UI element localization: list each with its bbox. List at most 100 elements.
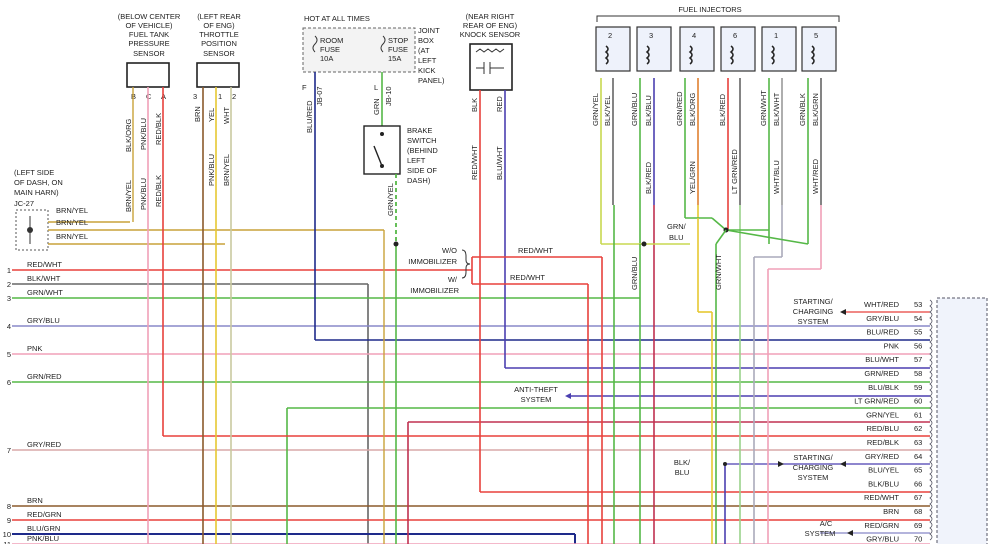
- w-immobilizer-line-1: W/: [448, 275, 458, 284]
- injector-upper-wire-label: BLK/ORG: [688, 92, 697, 126]
- stop-fuse-line-2: FUSE: [388, 45, 408, 54]
- injector-box: [761, 26, 797, 72]
- injector-lower-wire-label: YEL/GRN: [688, 161, 697, 194]
- throttle-pin-3: 3: [193, 92, 197, 101]
- starting-1-line-1: STARTING/: [793, 297, 833, 306]
- left-wire-label: GRY/BLU: [27, 316, 60, 325]
- splice-blk-blu-line-2: BLU: [675, 468, 690, 477]
- throttle-wire-3: BRN: [193, 106, 202, 122]
- injector-lower-wire-label: LT GRN/RED: [730, 149, 739, 194]
- injector-coil-icon: [604, 45, 609, 65]
- joint-box-line-4: LEFT: [418, 56, 437, 65]
- injector-box: [679, 26, 715, 72]
- right-pin-wire-label: WHT/RED: [864, 300, 900, 309]
- throttle-label-5: SENSOR: [203, 49, 235, 58]
- starting-2-line-2: CHARGING: [793, 463, 834, 472]
- injector-bottom-wire-label: GRN/WHT: [714, 254, 723, 290]
- knock-wire-blu-wht: BLU/WHT: [495, 146, 504, 180]
- right-pin-number: 70: [914, 535, 922, 544]
- right-pin-wire-label: LT GRN/RED: [854, 397, 899, 406]
- injector-number: 4: [692, 31, 696, 40]
- fuse-wire-grn: GRN: [372, 98, 381, 115]
- right-pin-number: 56: [914, 341, 922, 350]
- w-immobilizer-line-2: IMMOBILIZER: [410, 286, 459, 295]
- injector-lower-wire-label: WHT/RED: [811, 158, 820, 194]
- fuel-tank-label-4: PRESSURE: [128, 39, 169, 48]
- room-fuse-line-2: FUSE: [320, 45, 340, 54]
- fuel-tank-label-3: FUEL TANK: [129, 30, 169, 39]
- left-wire-number: 1: [7, 266, 11, 275]
- fuel-tank-pressure-sensor: (BELOW CENTER OF VEHICLE) FUEL TANK PRES…: [118, 12, 181, 544]
- jb10-label: JB-10: [384, 86, 393, 106]
- right-pin-number: 69: [914, 521, 922, 530]
- injector-lower-wire-label: WHT/BLU: [772, 160, 781, 194]
- throttle-wire-1: YEL: [207, 108, 216, 122]
- injector-upper-wire-label: BLK/GRN: [811, 93, 820, 126]
- jb07-label: JB-07: [315, 86, 324, 106]
- splice-location-line-1: (LEFT SIDE: [14, 168, 54, 177]
- joint-box: HOT AT ALL TIMES ROOM FUSE 10A STOP FUSE…: [302, 14, 445, 340]
- throttle-wire-2-lower: BRN/YEL: [222, 154, 231, 186]
- knock-wire-blk: BLK: [470, 98, 479, 112]
- fuel-tank-wire-b-lower: BRN/YEL: [124, 180, 133, 212]
- right-pin-number: 54: [914, 314, 922, 323]
- injector-upper-wire-label: GRN/BLU: [630, 93, 639, 126]
- injector-coil-icon: [729, 45, 734, 65]
- fuse-wire-blu-red: BLU/RED: [305, 100, 314, 133]
- right-pin-wire-label: BLK/BLU: [868, 479, 899, 488]
- splice-wire-2: BRN/YEL: [56, 218, 88, 227]
- splice-jc27: (LEFT SIDE OF DASH, ON MAIN HARN) JC-27 …: [14, 168, 385, 544]
- right-pin-wire-label: RED/WHT: [864, 493, 899, 502]
- right-pin-wire-label: PNK: [884, 341, 899, 350]
- anti-theft-line-1: ANTI-THEFT: [514, 385, 558, 394]
- brake-switch-line-5: SIDE OF: [407, 166, 437, 175]
- throttle-label-4: POSITION: [201, 39, 237, 48]
- left-wire-label: BLU/GRN: [27, 524, 60, 533]
- destinations: STARTING/ CHARGING SYSTEM ANTI-THEFT SYS…: [514, 297, 853, 544]
- right-pin-number: 67: [914, 493, 922, 502]
- starting-2-line-3: SYSTEM: [798, 473, 829, 482]
- injector-bottom-wire-label: GRN/BLU: [630, 257, 639, 290]
- joint-box-line-3: (AT: [418, 46, 430, 55]
- injector-box: [636, 26, 672, 72]
- injector-number: 2: [608, 31, 612, 40]
- knock-wire-red-wht: RED/WHT: [470, 145, 479, 180]
- injector-number: 5: [814, 31, 818, 40]
- splice-wire-1: BRN/YEL: [56, 206, 88, 215]
- fuel-tank-wire-c-lower: PNK/BLU: [139, 178, 148, 210]
- knock-label-3: KNOCK SENSOR: [460, 30, 521, 39]
- right-pin-wire-label: GRN/RED: [864, 369, 899, 378]
- brake-switch: BRAKE SWITCH (BEHIND LEFT SIDE OF DASH) …: [363, 125, 438, 544]
- throttle-label-3: THROTTLE: [199, 30, 239, 39]
- pcm-connector: [929, 297, 988, 544]
- throttle-pin-2: 2: [232, 92, 236, 101]
- left-wire-label: PNK/BLU: [27, 534, 59, 543]
- fuel-tank-wire-b: BLK/ORG: [124, 118, 133, 152]
- right-pin-wire-label: GRY/BLU: [866, 535, 899, 544]
- stop-fuse-pin: L: [374, 83, 378, 92]
- brake-switch-line-4: LEFT: [407, 156, 426, 165]
- splice-grn-blu-line-1: GRN/: [667, 222, 687, 231]
- immobilizer-wire-1: RED/WHT: [518, 246, 553, 255]
- right-pin-number: 58: [914, 369, 922, 378]
- wo-immobilizer-line-2: IMMOBILIZER: [408, 257, 457, 266]
- ac-line-1: A/C: [820, 519, 833, 528]
- joint-box-line-6: PANEL): [418, 76, 445, 85]
- splice-grn-blu-line-2: BLU: [669, 233, 684, 242]
- joint-box-line-1: JOINT: [418, 26, 440, 35]
- left-wire-number: 6: [7, 378, 11, 387]
- room-fuse-line-3: 10A: [320, 54, 333, 63]
- injector-upper-wire-label: BLK/WHT: [772, 92, 781, 126]
- room-fuse-pin: F: [302, 83, 307, 92]
- right-pin-number: 65: [914, 466, 922, 475]
- injector-number: 6: [733, 31, 737, 40]
- fuel-tank-label-2: OF VEHICLE): [125, 21, 173, 30]
- injector-coil-icon: [688, 45, 693, 65]
- left-wire-number: 10: [3, 530, 11, 539]
- injector-upper-wire-label: BLK/RED: [718, 93, 727, 126]
- right-pin-number: 68: [914, 507, 922, 516]
- room-fuse-line-1: ROOM: [320, 36, 343, 45]
- injector-upper-wire-label: GRN/RED: [675, 91, 684, 126]
